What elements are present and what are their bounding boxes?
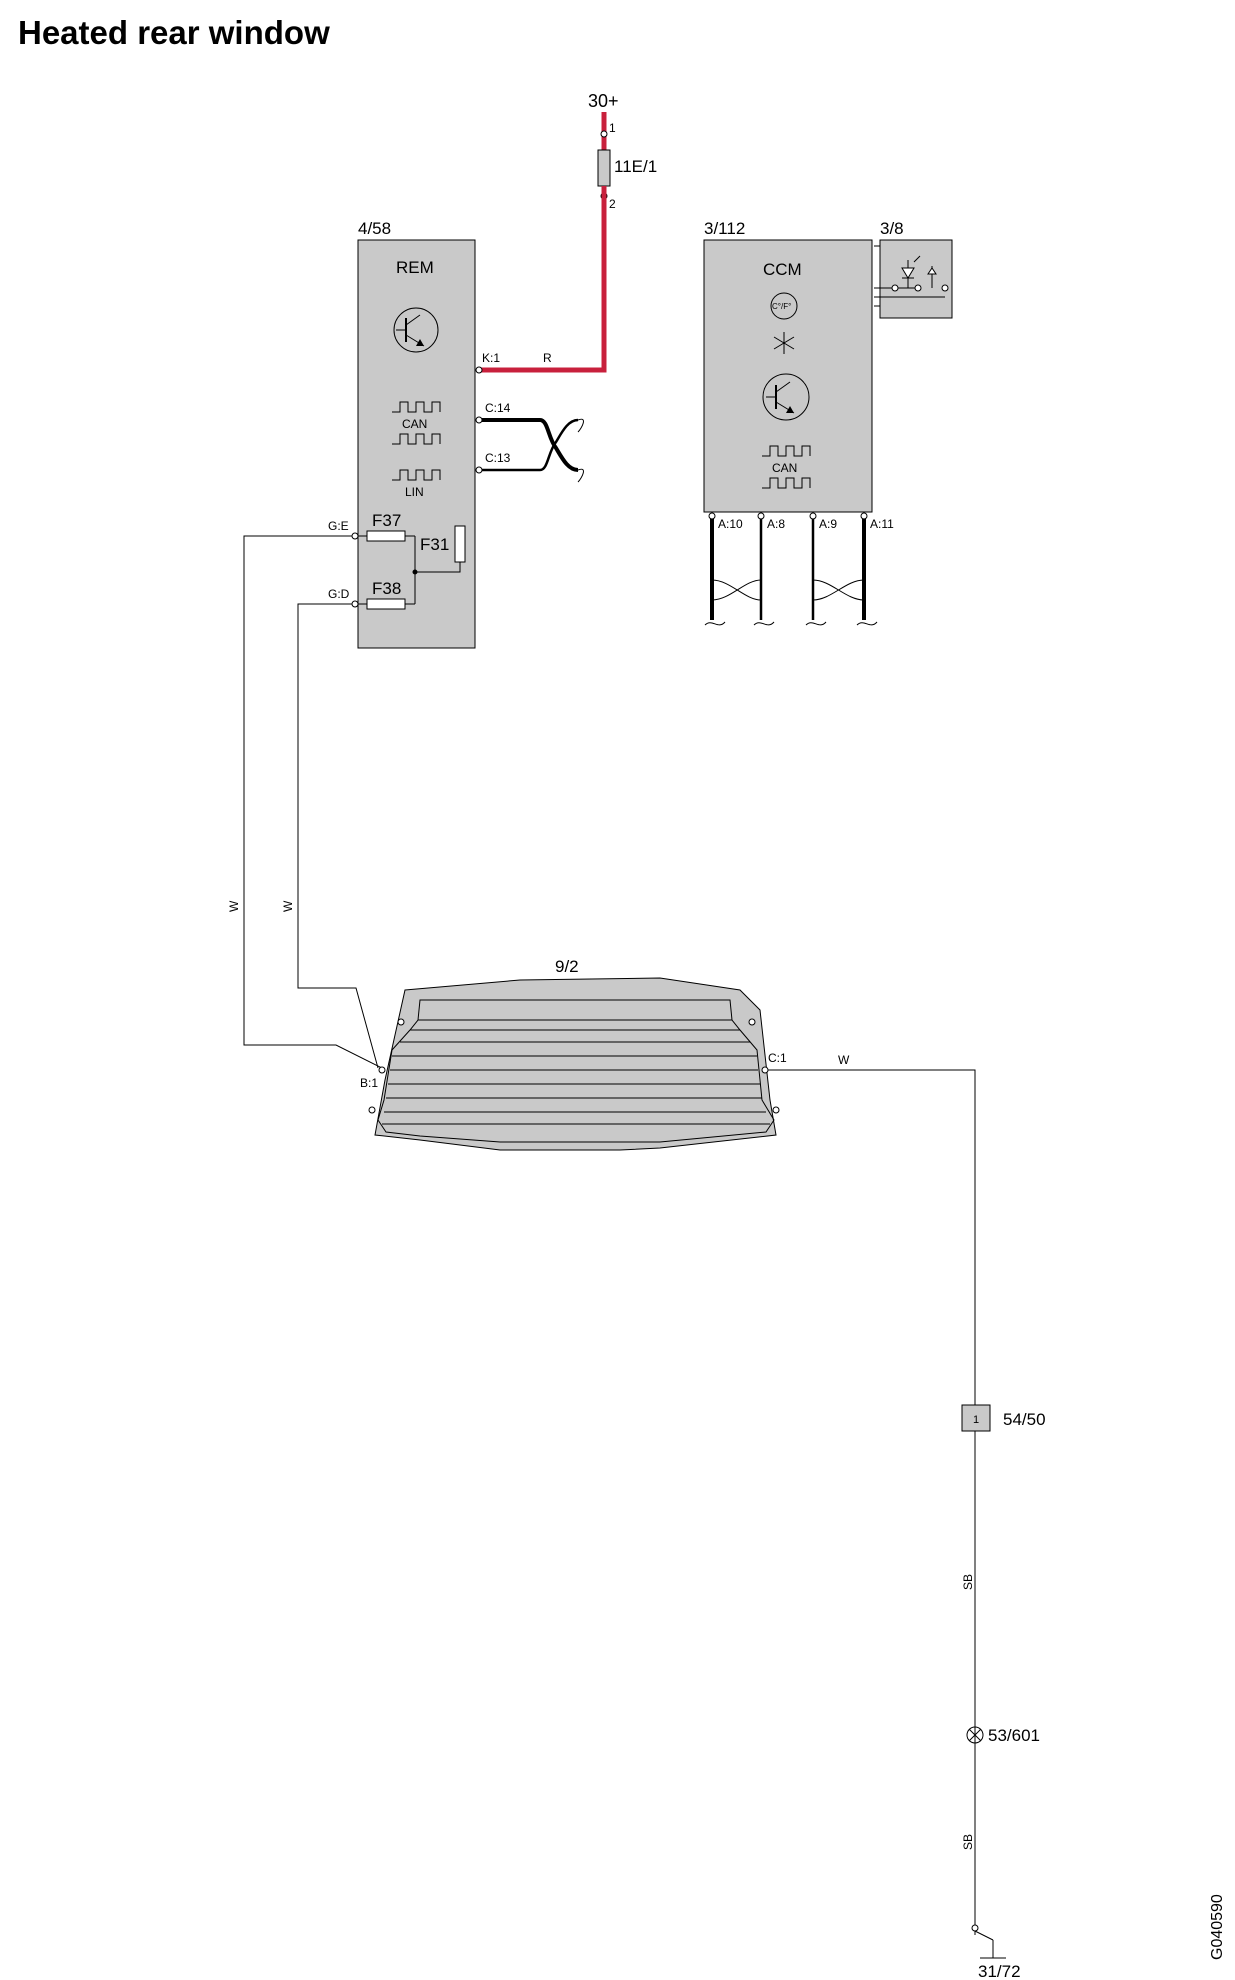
ccm-a9-pin (809, 512, 817, 520)
ccm-a10-label: A:10 (718, 517, 743, 531)
wire-ge-to-window (243, 535, 383, 1069)
rem-gd-label: G:D (328, 587, 350, 601)
rem-internal-wiring (358, 535, 461, 605)
ccm-a8-label: A:8 (767, 517, 785, 531)
power-pin-top: 1 (609, 121, 616, 135)
red-wire-to-rem (479, 186, 607, 373)
sensor-module (879, 239, 953, 319)
wire-color-sb-2: SB (961, 1834, 975, 1850)
fuse-f38 (366, 598, 406, 610)
page-title: Heated rear window (18, 14, 330, 51)
window-c1-pin (761, 1066, 769, 1074)
ccm-can-label: CAN (772, 461, 797, 475)
window-b1-label: B:1 (360, 1076, 378, 1090)
rem-c13-pin (475, 466, 483, 474)
ccm-a10-pin (708, 512, 716, 520)
sensor-circuit-icon (874, 245, 949, 307)
rem-can-label: CAN (402, 417, 427, 431)
rem-name: REM (396, 258, 434, 277)
ccm-temp-unit: C°/F° (772, 302, 791, 311)
rem-k1-label: K:1 (482, 351, 500, 365)
fuse-f31 (454, 525, 466, 563)
connector-id: 54/50 (1003, 1410, 1046, 1429)
wire-window-to-connector (768, 1069, 976, 1405)
wire-color-w-3: W (838, 1053, 850, 1067)
ccm-name: CCM (763, 260, 802, 279)
wire-color-w-1: W (227, 900, 241, 912)
connector-54-50 (961, 1404, 991, 1432)
fuse-f37-label: F37 (372, 511, 401, 530)
ground-icon (971, 1924, 1006, 1959)
wire-color-red: R (543, 351, 552, 365)
ccm-a11-label: A:11 (870, 517, 894, 531)
wire-gd-to-window (297, 603, 379, 1069)
twisted-pair-rem (482, 418, 584, 483)
pin-1-dot (600, 130, 608, 138)
wire-color-sb-1: SB (961, 1574, 975, 1590)
rem-id: 4/58 (358, 219, 391, 238)
ccm-a9-label: A:9 (819, 517, 837, 531)
rem-k1-pin (475, 366, 483, 374)
power-label: 30+ (588, 91, 619, 111)
rem-c14-pin (475, 416, 483, 424)
rem-c14-label: C:14 (485, 401, 511, 415)
lin-waveform-icon (392, 469, 441, 481)
thermometer-icon (770, 292, 798, 320)
window-id: 9/2 (555, 957, 579, 976)
rem-ge-pin (351, 532, 359, 540)
rem-lin-label: LIN (405, 485, 424, 499)
drawing-number: G040590 (1209, 1894, 1226, 1960)
twisted-pair-ccm (704, 519, 878, 626)
snowflake-icon (773, 332, 795, 354)
fuse-f31-label: F31 (420, 535, 449, 554)
transistor-icon (393, 307, 439, 353)
connector-pin: 1 (973, 1414, 979, 1426)
wire-color-w-2: W (281, 900, 295, 912)
rem-c13-label: C:13 (485, 451, 511, 465)
rear-window-element (368, 977, 780, 1151)
ccm-transistor-icon (762, 373, 810, 421)
power-pin-bottom: 2 (609, 197, 616, 211)
splice-icon (966, 1726, 984, 1744)
ccm-id: 3/112 (704, 219, 745, 238)
splice-id: 53/601 (988, 1726, 1040, 1745)
ccm-can-waveform-icon (762, 445, 811, 489)
rem-ge-label: G:E (328, 519, 349, 533)
window-c1-label: C:1 (768, 1051, 787, 1065)
fuse-label: 11E/1 (614, 157, 657, 176)
ground-id: 31/72 (978, 1962, 1021, 1980)
sensor-id: 3/8 (880, 219, 904, 238)
fuse-f38-label: F38 (372, 579, 401, 598)
window-b1-pin (378, 1066, 386, 1074)
fuse-11e1 (597, 149, 611, 187)
ccm-a11-pin (860, 512, 868, 520)
can-waveform-icon (392, 401, 441, 445)
ccm-a8-pin (757, 512, 765, 520)
fuse-f37 (366, 530, 406, 542)
rem-gd-pin (351, 600, 359, 608)
